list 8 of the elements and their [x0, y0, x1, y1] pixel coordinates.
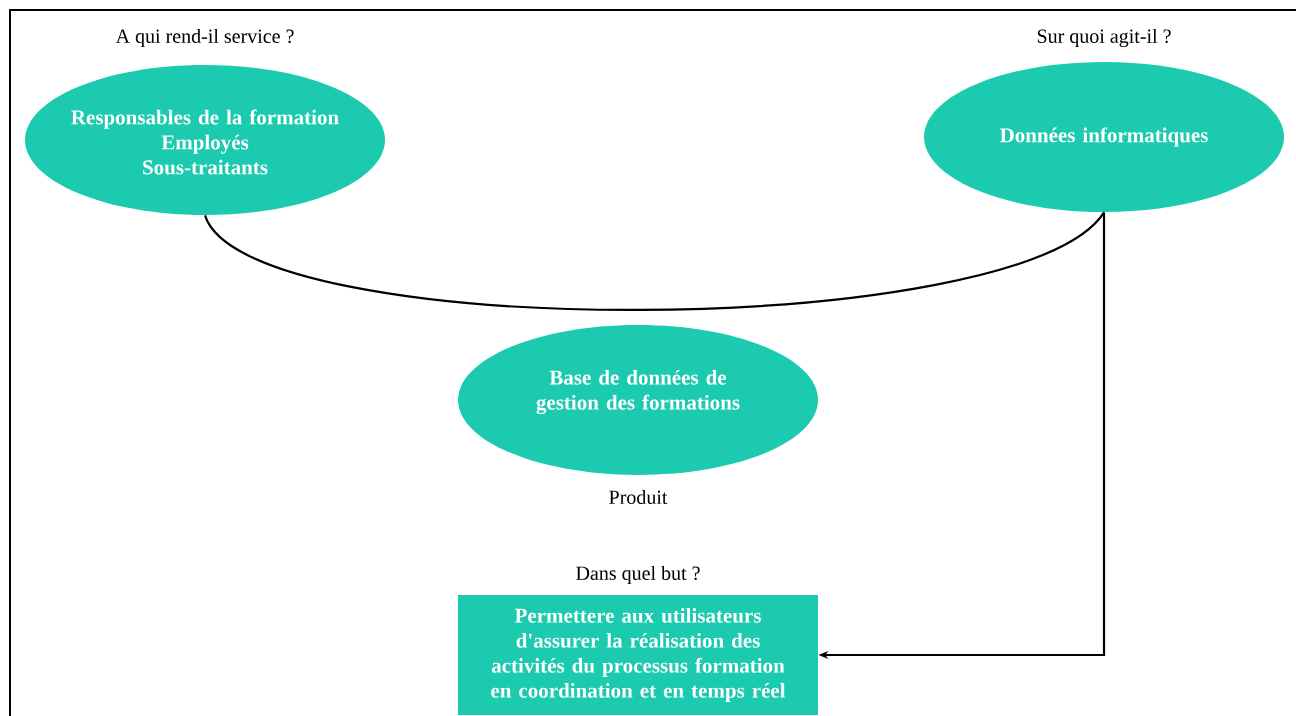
- question-heading: Sur quoi agit-il ?: [1037, 28, 1171, 48]
- ellipse-node: Données informatiques: [924, 62, 1284, 212]
- question-heading: A qui rend-il service ?: [115, 28, 294, 48]
- question-heading: Dans quel but ?: [576, 565, 700, 585]
- ellipse-node: Responsables de la formation Employés Sous-traitants: [25, 65, 385, 215]
- node-caption: Produit: [609, 489, 668, 504]
- ellipse-node: Base de données de gestion des formations: [458, 325, 818, 475]
- goal-box: Permettere aux utilisateurs d'assurer la réalisation des activités du processus formation en coordination et en temps réel: [458, 595, 818, 715]
